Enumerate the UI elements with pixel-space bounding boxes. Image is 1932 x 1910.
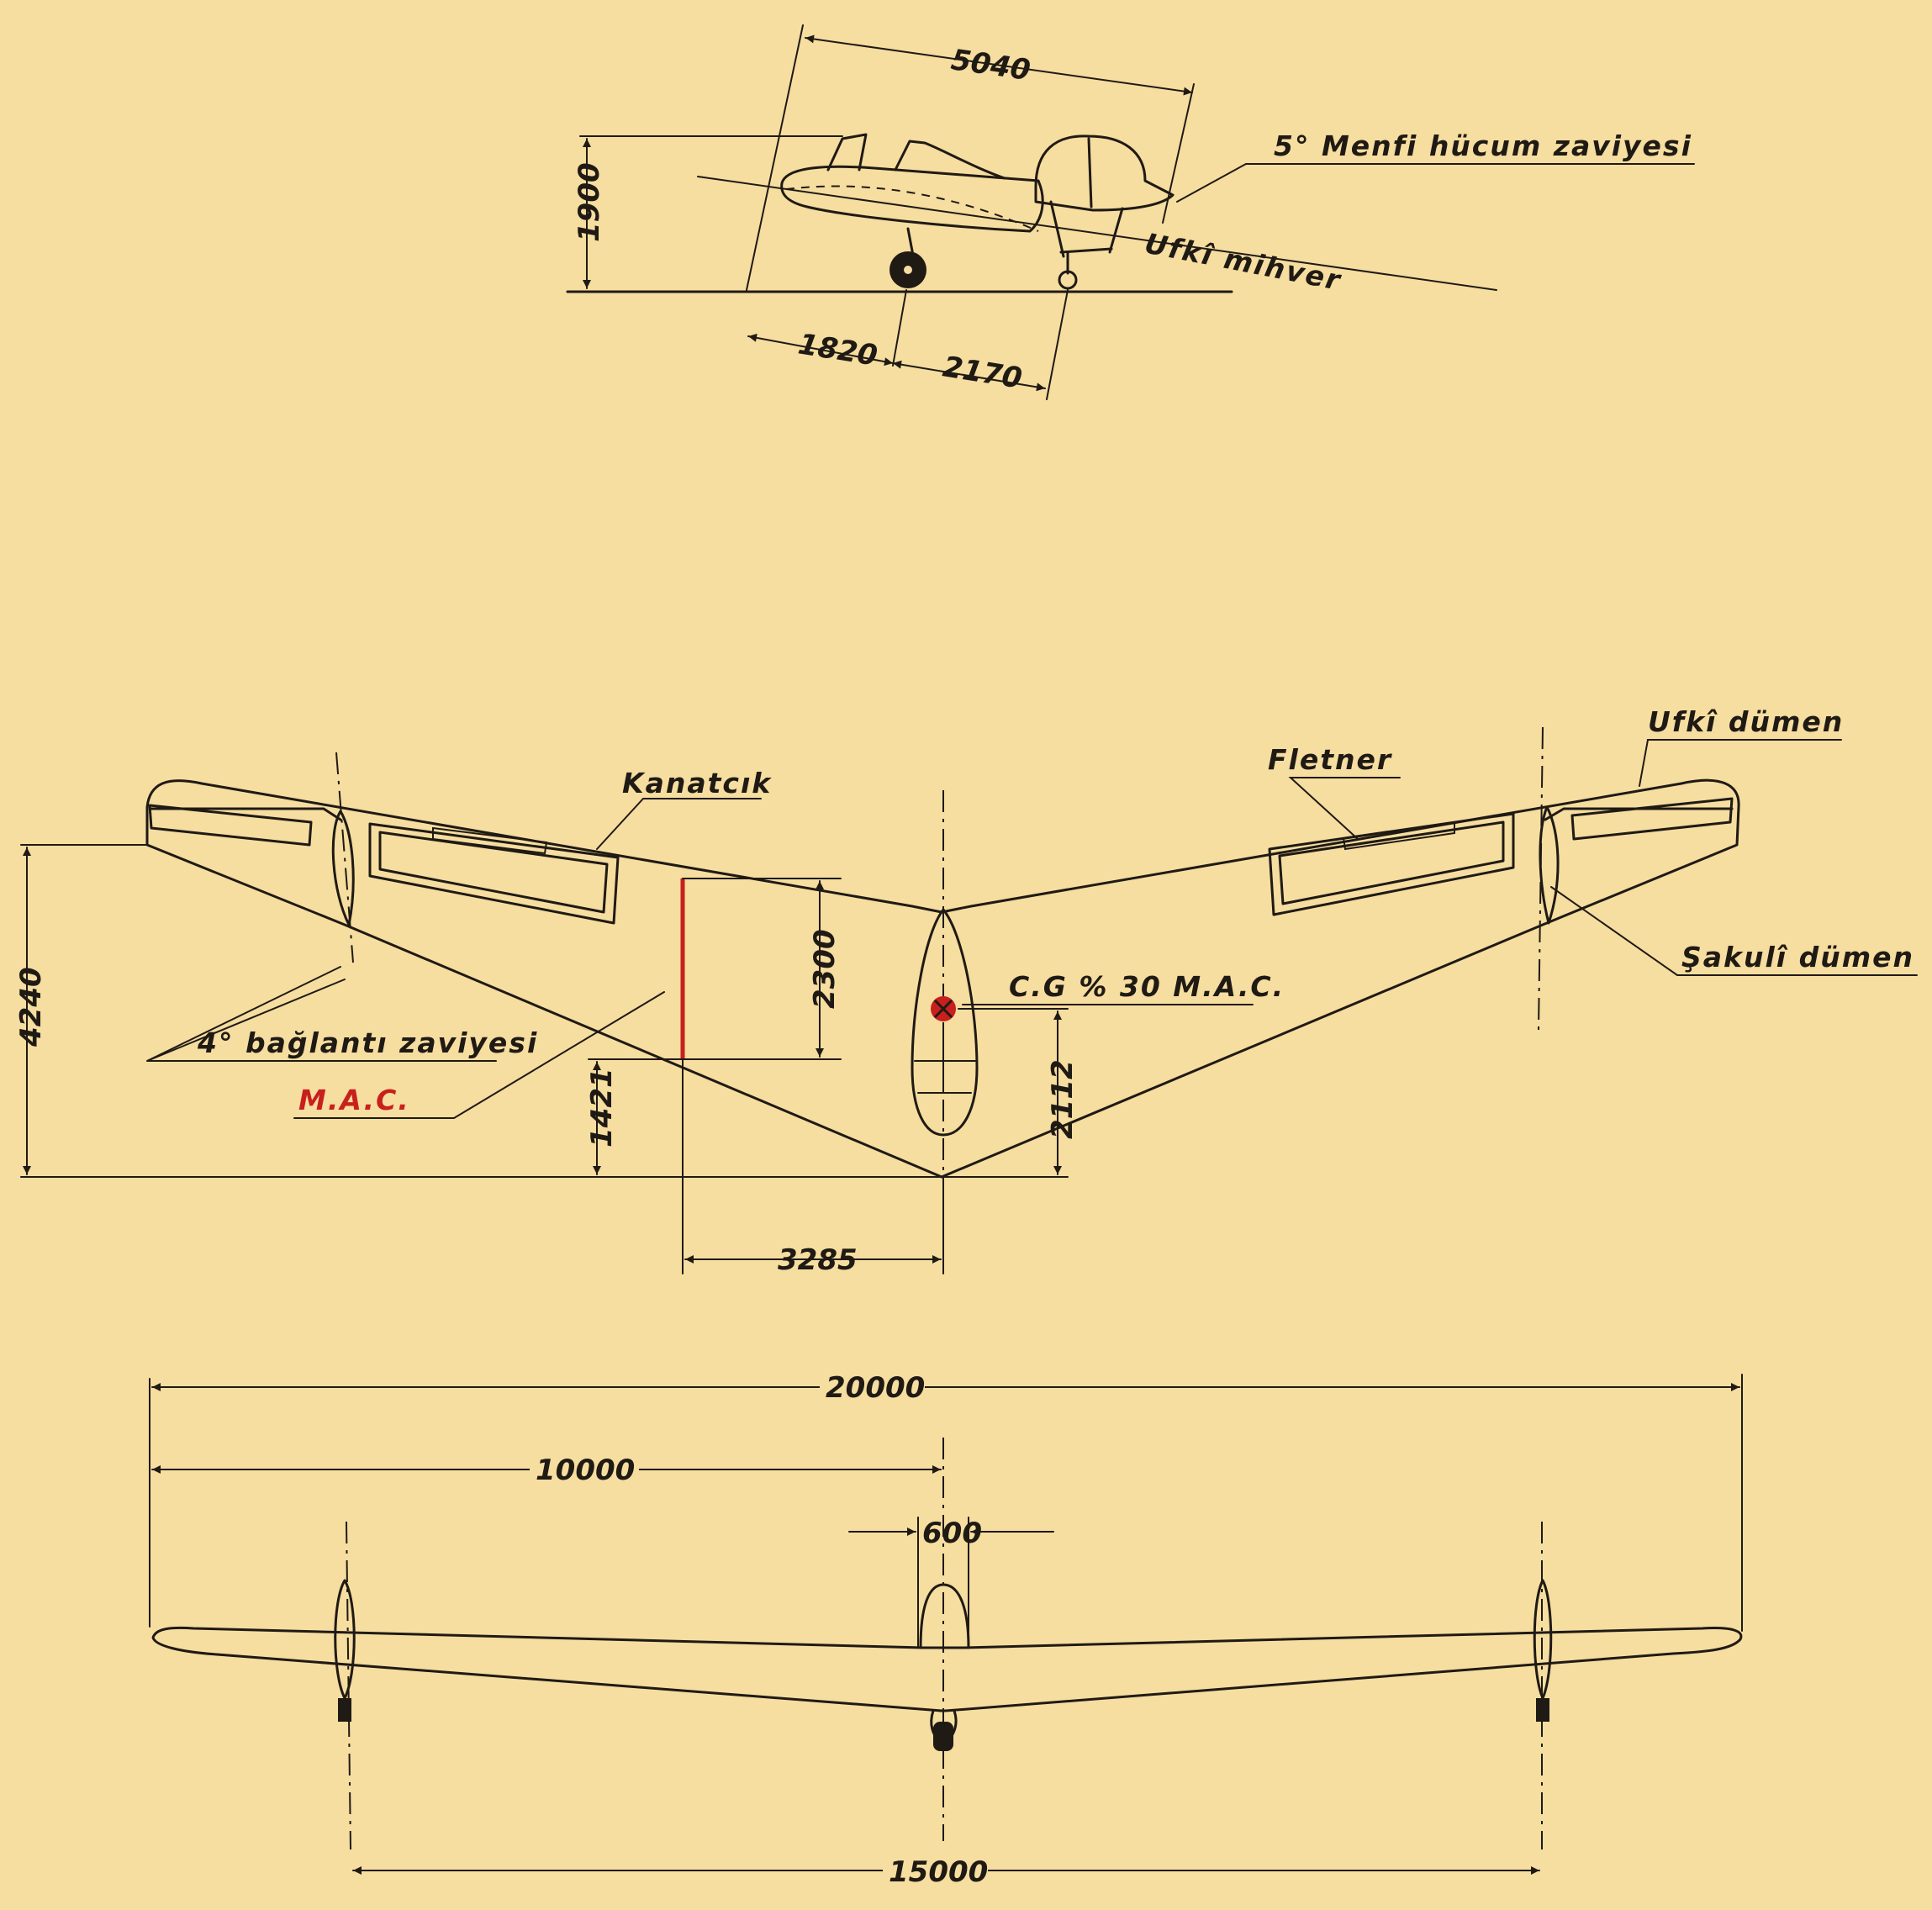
label-mac: M.A.C. <box>298 1084 410 1116</box>
plan-view: 4240 2300 1421 2112 3285 Kanatcık Fletne… <box>14 705 1918 1277</box>
dim-mac-span-label: 3285 <box>778 1243 858 1277</box>
dim-mac-le-label: 1421 <box>585 1068 619 1148</box>
plan-fuselage <box>911 908 979 1137</box>
side-fin-bottom <box>1059 247 1113 254</box>
leader-aileron <box>596 798 762 850</box>
label-elevator: Ufkî dümen <box>1648 705 1844 738</box>
label-flettner: Fletner <box>1268 743 1392 776</box>
side-canopy-rear <box>894 140 1006 180</box>
label-rudder: Şakulî dümen <box>1681 941 1914 973</box>
front-left-fin-centerline <box>346 1521 351 1850</box>
leader-elevator <box>1639 739 1842 787</box>
front-right-fin-skid <box>1536 1698 1549 1722</box>
horizontal-axis-line <box>697 176 1497 291</box>
label-incidence: 4° bağlantı zaviyesi <box>197 1026 538 1059</box>
leader-mac <box>293 991 665 1119</box>
dim-line-2170 <box>892 360 1046 392</box>
side-canopy-front <box>826 133 868 171</box>
side-fuselage-outline <box>780 165 1044 233</box>
dim-line-5040 <box>805 34 1193 96</box>
leader-flettner <box>1288 777 1401 840</box>
front-canopy <box>919 1583 970 1649</box>
side-vertical-fin <box>1034 135 1175 212</box>
leader-attack-angle <box>1176 163 1695 203</box>
left-elevator <box>148 804 313 847</box>
front-nose-wheel <box>933 1722 953 1751</box>
wing-planform <box>145 778 1740 1179</box>
side-view: 5040 1900 1820 2170 5° Menfi hücum zaviy… <box>566 24 1695 400</box>
left-aileron <box>368 822 620 925</box>
front-view: 20000 10000 600 15000 <box>149 1366 1743 1889</box>
dim-overall-depth-label: 4240 <box>14 967 48 1047</box>
left-fin-centerline <box>335 752 354 963</box>
left-tip-te <box>150 807 342 821</box>
leader-rudder <box>1550 886 1918 976</box>
dim-mac-chord-label: 2300 <box>808 929 842 1009</box>
label-horizontal-axis: Ufkî mihver <box>1142 227 1343 298</box>
dim-cg-label: 2112 <box>1046 1059 1079 1139</box>
side-fin-hinge <box>1087 137 1093 208</box>
dim-fin-spacing-label: 15000 <box>889 1855 988 1889</box>
left-tip-fin <box>331 810 355 926</box>
tail-wheel <box>1058 270 1078 290</box>
left-aileron-inner <box>378 831 609 914</box>
left-flettner-tab <box>432 826 548 855</box>
front-left-fin <box>334 1579 356 1700</box>
dim-rear-label: 2170 <box>941 350 1025 395</box>
side-wing-root-dashed <box>785 185 1039 232</box>
dim-half-span-label: 10000 <box>536 1454 635 1487</box>
label-attack-angle: 5° Menfi hücum zaviyesi <box>1274 129 1692 162</box>
label-aileron: Kanatcık <box>622 767 772 799</box>
side-fin-lower-front <box>1049 200 1065 258</box>
label-cg: C.G % 30 M.A.C. <box>1009 970 1285 1003</box>
right-flettner-tab <box>1342 820 1455 851</box>
front-wing <box>151 1626 1743 1712</box>
dim-span-label: 20000 <box>826 1371 925 1405</box>
dim-line-1820 <box>747 333 894 367</box>
side-fin-lower-rear <box>1108 207 1124 254</box>
dim-fuselage-width-label: 600 <box>922 1517 982 1550</box>
right-aileron-inner <box>1278 820 1505 905</box>
dim-front-label: 1820 <box>796 327 880 372</box>
dim-length-label: 5040 <box>949 43 1032 87</box>
right-fin-centerline <box>1538 726 1544 1031</box>
right-elevator <box>1570 797 1734 841</box>
right-tip-fin <box>1539 805 1560 925</box>
dim-height-label: 1900 <box>573 162 606 242</box>
